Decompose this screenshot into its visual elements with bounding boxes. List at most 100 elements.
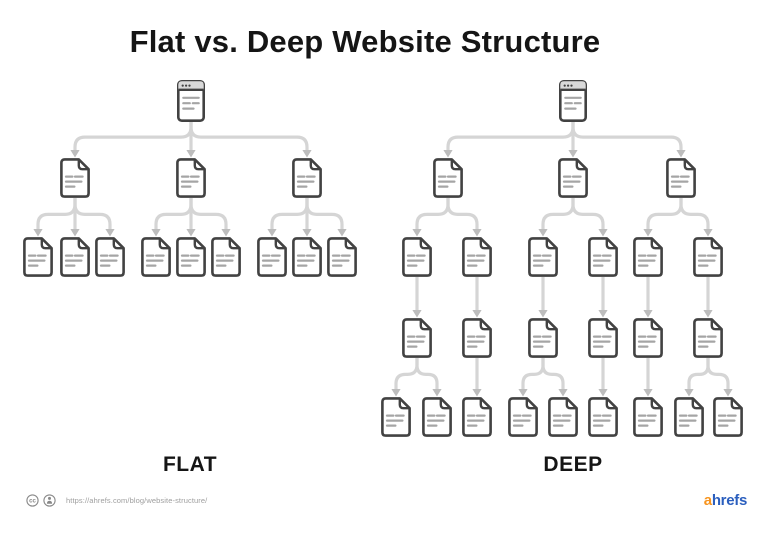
page-title: Flat vs. Deep Website Structure xyxy=(129,24,601,59)
page-icon xyxy=(176,237,206,277)
connector xyxy=(415,358,439,391)
connector xyxy=(394,358,419,391)
arrowhead-icon xyxy=(723,389,733,397)
arrowhead-icon xyxy=(412,229,422,237)
connector xyxy=(541,198,575,231)
page-icon xyxy=(60,237,90,277)
arrowhead-icon xyxy=(186,150,196,158)
arrowhead-icon xyxy=(151,229,161,237)
arrowhead-icon xyxy=(598,229,608,237)
arrowhead-icon xyxy=(538,229,548,237)
arrowhead-icon xyxy=(70,229,80,237)
page-icon xyxy=(588,397,618,437)
page-icon xyxy=(693,237,723,277)
arrowhead-icon xyxy=(186,229,196,237)
deep-connectors xyxy=(391,122,733,397)
arrowhead-icon xyxy=(105,229,115,237)
page-icon xyxy=(528,237,558,277)
arrowhead-icon xyxy=(558,389,568,397)
flat-nodes xyxy=(23,80,357,277)
page-icon xyxy=(548,397,578,437)
page-icon xyxy=(60,158,90,198)
arrowhead-icon xyxy=(598,310,608,318)
page-icon xyxy=(381,397,411,437)
page-icon xyxy=(462,237,492,277)
deep-label: DEEP xyxy=(543,453,603,476)
connector xyxy=(541,358,565,391)
page-icon xyxy=(292,158,322,198)
page-icon xyxy=(176,158,206,198)
arrowhead-icon xyxy=(643,310,653,318)
connector xyxy=(446,122,575,152)
connector xyxy=(36,198,77,231)
page-icon xyxy=(666,158,696,198)
arrowhead-icon xyxy=(643,389,653,397)
arrowhead-icon xyxy=(391,389,401,397)
arrowhead-icon xyxy=(472,229,482,237)
page-icon xyxy=(327,237,357,277)
page-icon xyxy=(693,318,723,358)
page-icon xyxy=(402,318,432,358)
arrowhead-icon xyxy=(302,229,312,237)
attribution-icon xyxy=(43,494,56,507)
ahrefs-logo: ahrefs xyxy=(703,492,748,509)
page-icon xyxy=(257,237,287,277)
page-icon xyxy=(588,318,618,358)
connector xyxy=(571,198,605,231)
arrowhead-icon xyxy=(568,150,578,158)
arrowhead-icon xyxy=(70,150,80,158)
source-url: https://ahrefs.com/blog/website-structur… xyxy=(66,496,208,505)
license-bar: cc https://ahrefs.com/blog/website-struc… xyxy=(26,494,207,507)
arrowhead-icon xyxy=(538,310,548,318)
connector xyxy=(446,198,479,231)
arrowhead-icon xyxy=(676,150,686,158)
page-icon xyxy=(633,237,663,277)
flat-connectors xyxy=(33,122,347,237)
homepage-icon xyxy=(177,80,205,122)
page-icon xyxy=(462,318,492,358)
arrowhead-icon xyxy=(412,310,422,318)
cc-icon: cc xyxy=(26,494,39,507)
page-icon xyxy=(633,397,663,437)
page-icon xyxy=(433,158,463,198)
arrowhead-icon xyxy=(472,310,482,318)
arrowhead-icon xyxy=(443,150,453,158)
arrowhead-icon xyxy=(33,229,43,237)
page-icon xyxy=(402,237,432,277)
arrowhead-icon xyxy=(518,389,528,397)
flat-label: FLAT xyxy=(162,453,218,476)
arrowhead-icon xyxy=(472,389,482,397)
arrowhead-icon xyxy=(598,389,608,397)
page-icon xyxy=(141,237,171,277)
connector xyxy=(305,198,344,231)
page-icon xyxy=(674,397,704,437)
svg-text:cc: cc xyxy=(29,499,36,505)
ahrefs-logo-rest: hrefs xyxy=(711,492,747,509)
page-icon xyxy=(633,318,663,358)
connector xyxy=(571,122,683,152)
page-icon xyxy=(462,397,492,437)
connector xyxy=(687,358,710,391)
page-icon xyxy=(558,158,588,198)
page-icon xyxy=(292,237,322,277)
connector xyxy=(73,198,112,231)
page-icon xyxy=(713,397,743,437)
arrowhead-icon xyxy=(267,229,277,237)
connector xyxy=(189,198,228,231)
connector xyxy=(646,198,683,231)
arrowhead-icon xyxy=(684,389,694,397)
connector xyxy=(706,358,730,391)
homepage-icon xyxy=(559,80,587,122)
page-icon xyxy=(211,237,241,277)
page-icon xyxy=(23,237,53,277)
page-icon xyxy=(528,318,558,358)
connector xyxy=(189,122,309,152)
arrowhead-icon xyxy=(337,229,347,237)
connector xyxy=(679,198,710,231)
connector xyxy=(415,198,450,231)
ahrefs-logo-a: a xyxy=(703,492,712,509)
connector xyxy=(521,358,545,391)
page-icon xyxy=(422,397,452,437)
arrowhead-icon xyxy=(432,389,442,397)
